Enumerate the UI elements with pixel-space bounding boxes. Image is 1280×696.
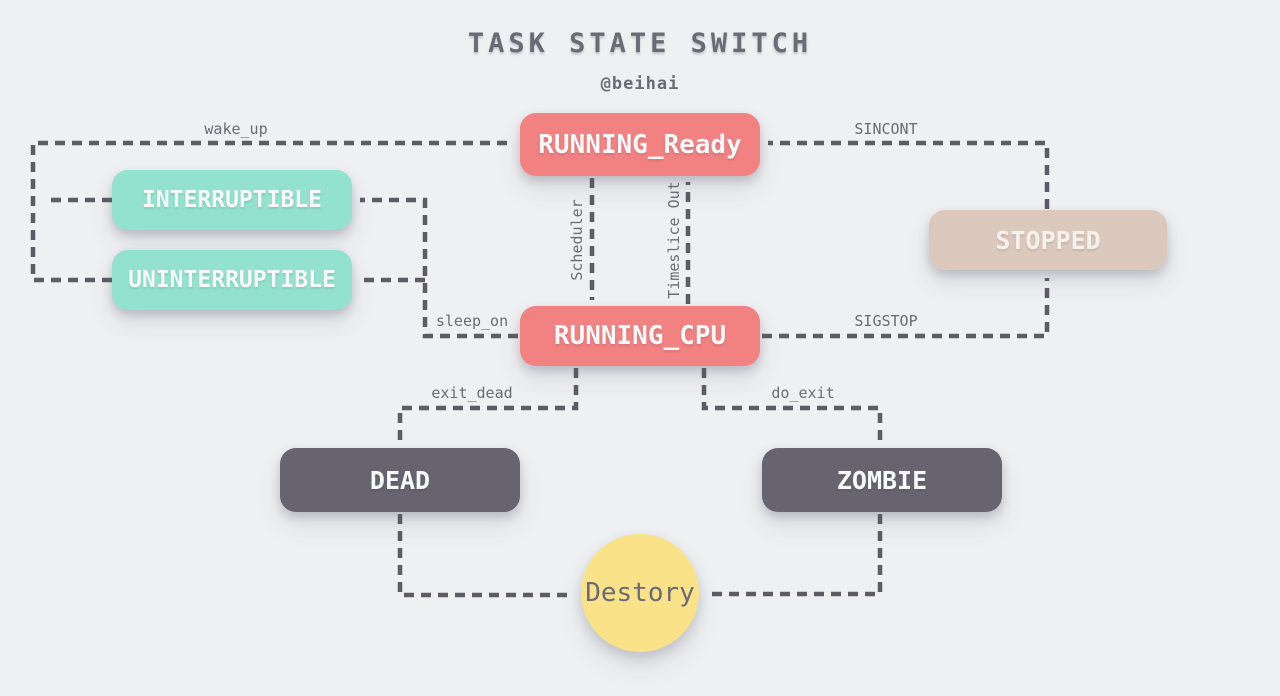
diagram-title: TASK STATE SWITCH xyxy=(467,28,813,59)
state-node-interruptible: INTERRUPTIBLE xyxy=(112,170,352,230)
state-label-running-ready: RUNNING_Ready xyxy=(538,129,742,160)
diagram-author: @beihai xyxy=(600,74,680,94)
edge-label-sleep-on: sleep_on xyxy=(435,312,509,330)
edge-label-scheduler: Scheduler xyxy=(568,199,586,281)
edge-zombie-to-destory xyxy=(707,514,883,597)
state-label-stopped: STOPPED xyxy=(995,225,1101,255)
state-label-dead: DEAD xyxy=(369,465,431,495)
edge-exit-dead xyxy=(397,368,579,442)
edge-label-do-exit: do_exit xyxy=(771,384,835,402)
edge-label-sigstop: SIGSTOP xyxy=(854,312,918,330)
state-node-zombie: ZOMBIE xyxy=(762,448,1002,512)
state-node-running-cpu: RUNNING_CPU xyxy=(520,306,760,366)
state-node-dead: DEAD xyxy=(280,448,520,512)
state-label-destory: Destory xyxy=(585,578,695,608)
edge-dead-to-destory xyxy=(397,514,573,598)
edge-sincont xyxy=(768,140,1050,209)
state-label-running-cpu: RUNNING_CPU xyxy=(553,321,727,351)
state-node-stopped: STOPPED xyxy=(929,210,1167,270)
state-node-destory: Destory xyxy=(581,534,699,652)
edge-sigstop xyxy=(762,278,1050,339)
edge-label-wake-up: wake_up xyxy=(204,120,268,138)
edge-wake-up xyxy=(30,140,514,283)
edge-label-sincont: SINCONT xyxy=(854,120,918,138)
state-node-running-ready: RUNNING_Ready xyxy=(520,113,760,176)
state-label-zombie: ZOMBIE xyxy=(836,465,928,495)
edge-do-exit xyxy=(701,368,883,442)
state-label-uninterruptible: UNINTERRUPTIBLE xyxy=(128,267,336,293)
edge-label-timeslice-out: Timeslice Out xyxy=(665,181,683,299)
edge-label-exit-dead: exit_dead xyxy=(431,384,513,402)
state-label-interruptible: INTERRUPTIBLE xyxy=(141,187,322,213)
state-node-uninterruptible: UNINTERRUPTIBLE xyxy=(112,250,352,310)
edge-sleep-on-interruptible xyxy=(360,197,518,339)
